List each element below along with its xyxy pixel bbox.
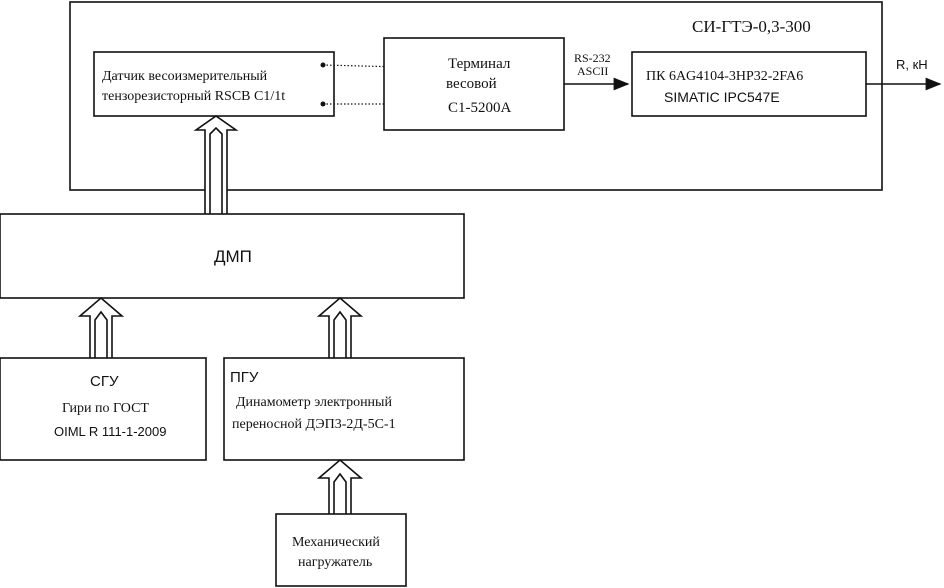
pc-line1: ПК 6AG4104-3HP32-2FA6 xyxy=(646,69,803,84)
loader-to-pgu-arrow xyxy=(316,458,364,514)
pgu-to-dmp-arrow xyxy=(316,296,364,358)
interface-line1: RS-232 xyxy=(574,51,611,65)
sgu-box xyxy=(0,357,207,461)
sgu-line2: OIML R 111-1-2009 xyxy=(54,424,166,439)
system-title: СИ-ГТЭ-0,3-300 xyxy=(692,17,811,36)
loader-box xyxy=(275,513,407,587)
pgu-title: ПГУ xyxy=(230,369,259,386)
sgu-line1: Гири по ГОСТ xyxy=(62,401,149,416)
terminal-line3: С1-5200А xyxy=(448,100,512,116)
sgu-title: СГУ xyxy=(90,373,119,390)
pc-box xyxy=(631,51,867,117)
dmp-to-sensor-arrow xyxy=(193,115,239,214)
terminal-line2: весовой xyxy=(446,76,497,92)
loader-line1: Механический xyxy=(292,535,380,550)
loader-line2: нагружатель xyxy=(298,555,372,570)
terminal-box xyxy=(383,37,565,131)
sensor-line1: Датчик весоизмерительный xyxy=(102,69,268,84)
sensor-line2: тензорезисторный RSCB C1/1t xyxy=(102,89,285,104)
interface-line2: ASCII xyxy=(577,64,608,78)
pgu-line2: переносной ДЭП3-2Д-5С-1 xyxy=(232,417,396,432)
pgu-line1: Динамометр электронный xyxy=(236,395,392,410)
sensor-box xyxy=(93,51,335,117)
output-label: R, кН xyxy=(896,57,928,72)
dmp-box xyxy=(0,213,465,299)
terminal-line1: Терминал xyxy=(448,56,511,72)
pc-line2: SIMATIC IPC547E xyxy=(664,89,780,105)
system-boundary xyxy=(69,1,883,191)
sgu-to-dmp-arrow xyxy=(77,296,125,358)
dmp-label: ДМП xyxy=(214,247,252,266)
pgu-box xyxy=(223,357,465,461)
